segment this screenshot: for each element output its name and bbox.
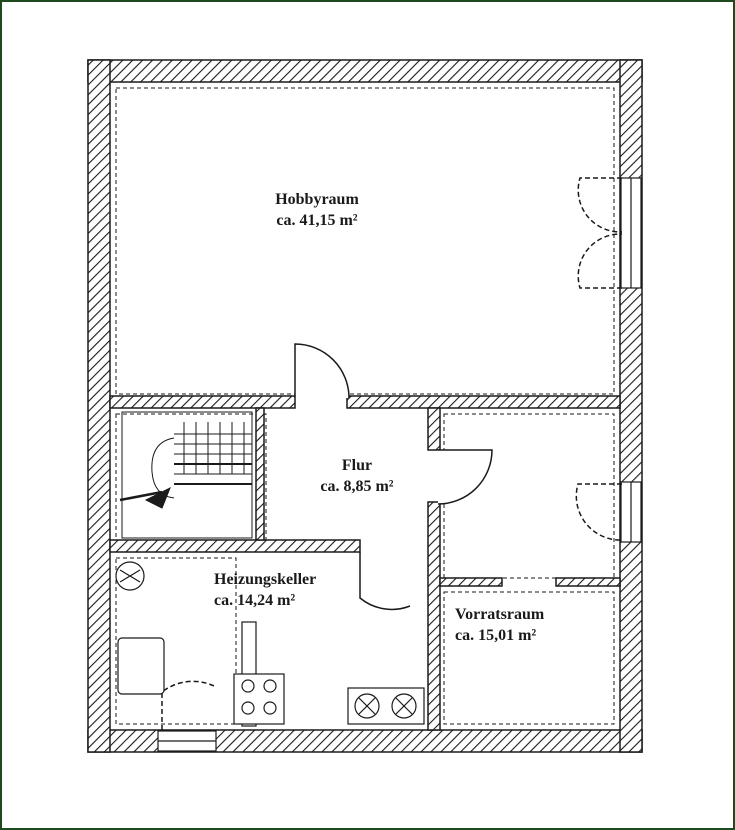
doors — [161, 177, 623, 730]
room-name: Heizungskeller — [214, 571, 317, 588]
room-label-heizungskeller: Heizungskeller ca. 14,24 m² — [214, 569, 316, 611]
heating-equipment — [115, 561, 425, 727]
room-area: ca. 8,85 m² — [320, 478, 394, 495]
room-label-hobbyraum: Hobbyraum ca. 41,15 m² — [252, 189, 382, 231]
room-label-vorratsraum: Vorratsraum ca. 15,01 m² — [455, 604, 544, 646]
room-area: ca. 41,15 m² — [276, 212, 358, 229]
room-name: Flur — [341, 457, 373, 474]
room-name: Vorratsraum — [455, 606, 545, 623]
room-name: Hobbyraum — [275, 191, 359, 208]
room-label-flur: Flur ca. 8,85 m² — [297, 455, 417, 497]
windows — [157, 177, 642, 752]
inner-dashed-outlines — [115, 87, 615, 725]
room-area: ca. 15,01 m² — [455, 627, 537, 644]
room-area: ca. 14,24 m² — [214, 592, 296, 609]
staircase — [119, 411, 253, 539]
interior-walls — [109, 395, 621, 731]
